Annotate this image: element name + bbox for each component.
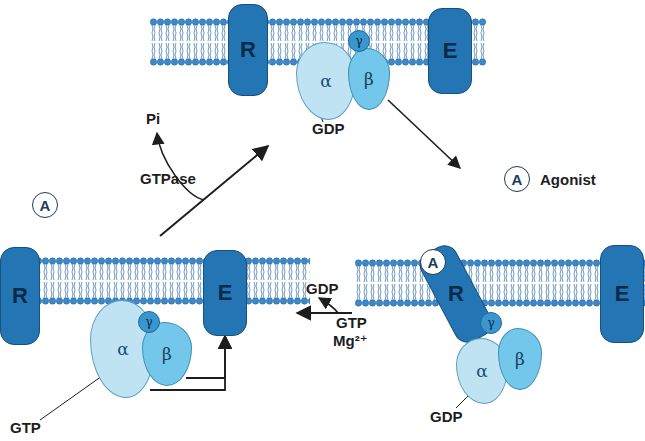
pi-release-arrow	[157, 133, 204, 200]
text-label: Mg²⁺	[333, 332, 368, 350]
text-label: GDP	[306, 280, 339, 297]
node-text: A	[428, 254, 439, 271]
node-text: γ	[487, 316, 494, 330]
node-text: E	[443, 38, 458, 64]
cycle-arrow	[297, 312, 352, 314]
node-text: α	[117, 339, 128, 359]
node-text: γ	[145, 315, 152, 329]
gamma-subunit: γ	[138, 311, 160, 333]
text-label: Pi	[146, 110, 160, 127]
leader-line	[40, 376, 102, 420]
node-text: R	[448, 281, 464, 307]
effector: E	[428, 8, 472, 94]
effector: E	[600, 245, 644, 343]
beta-subunit: β	[348, 48, 390, 110]
node-text: A	[40, 197, 51, 214]
text-label: GDP	[430, 408, 463, 425]
effector: E	[203, 250, 247, 336]
node-text: β	[364, 69, 374, 89]
activation-arrow	[150, 336, 225, 390]
activation-arrow	[186, 336, 225, 378]
text-label: GTP	[10, 419, 41, 436]
text-label: GTP	[336, 314, 367, 331]
gdp-release-arrow	[319, 298, 338, 313]
node-text: α	[320, 71, 331, 91]
agonist-circle: A	[504, 166, 530, 192]
node-text: E	[615, 281, 630, 307]
receptor: R	[0, 247, 40, 345]
node-text: R	[12, 283, 28, 309]
node-text: γ	[355, 34, 362, 48]
node-text: E	[218, 280, 233, 306]
beta-subunit: β	[498, 328, 542, 390]
node-text: β	[162, 344, 172, 364]
node-text: A	[512, 171, 523, 188]
agonist-circle: A	[420, 249, 446, 275]
alpha-subunit: α	[296, 42, 356, 120]
cycle-arrow	[388, 100, 460, 168]
text-label: Agonist	[540, 171, 596, 188]
node-text: R	[240, 37, 256, 63]
membrane-bottom-left	[0, 257, 310, 305]
node-text: β	[515, 349, 525, 369]
text-label: GDP	[312, 120, 345, 137]
node-text: α	[476, 361, 487, 381]
gamma-subunit: γ	[480, 312, 502, 334]
agonist-circle: A	[32, 192, 58, 218]
cycle-arrow	[160, 146, 268, 236]
text-label: GTPase	[140, 170, 196, 187]
receptor: R	[228, 4, 268, 96]
gamma-subunit: γ	[348, 30, 370, 52]
